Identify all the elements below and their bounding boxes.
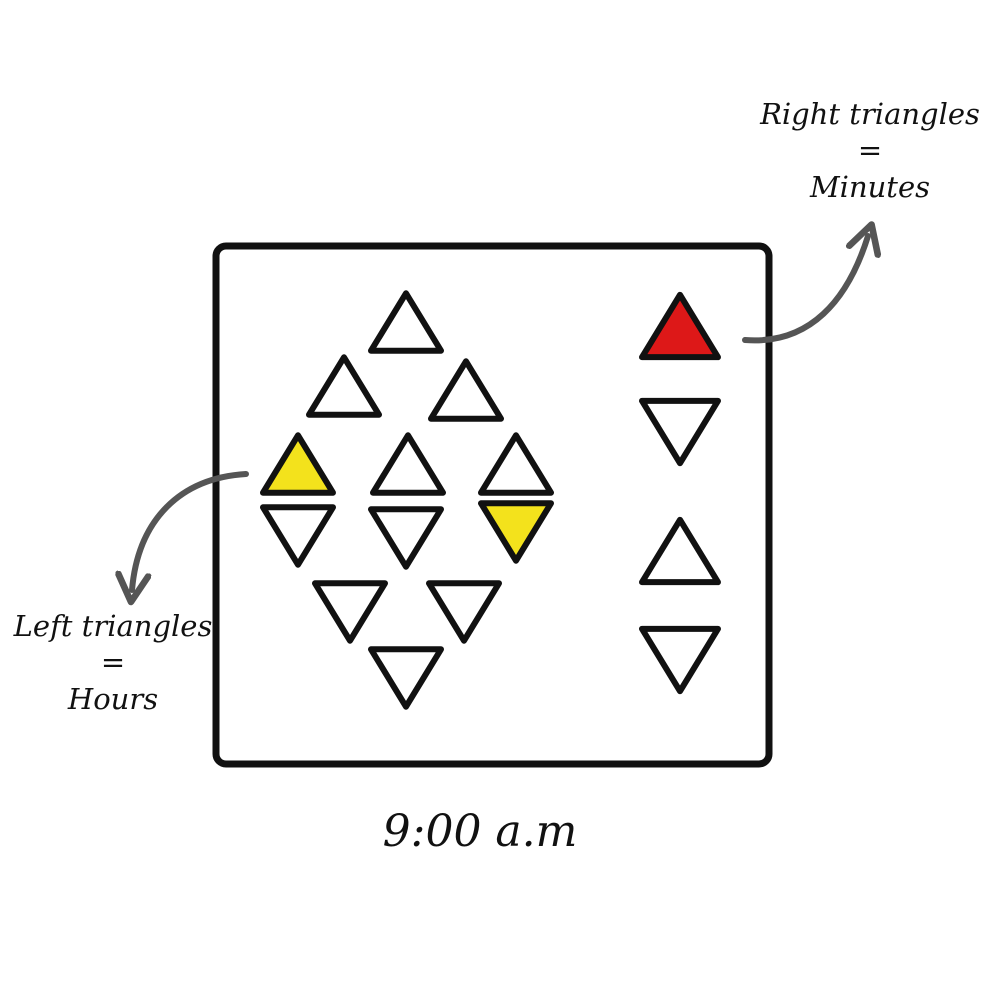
minutes-annotation-line2: = bbox=[857, 133, 883, 168]
time-label: 9:00 a.m bbox=[382, 806, 578, 857]
hours-annotation: Left triangles = Hours bbox=[8, 608, 218, 717]
hour-triangle-up-4-active bbox=[260, 432, 336, 496]
hour-triangle-up-2 bbox=[306, 354, 382, 418]
hour-triangle-down-11 bbox=[426, 580, 502, 644]
hour-triangle-up-5 bbox=[370, 432, 446, 496]
minute-triangle-down-2 bbox=[639, 397, 721, 467]
hours-annotation-line1: Left triangles bbox=[13, 609, 213, 643]
minutes-annotation-line3: Minutes bbox=[809, 169, 931, 204]
hour-triangle-up-6 bbox=[478, 432, 554, 496]
minutes-annotation-line1: Right triangles bbox=[760, 97, 980, 131]
hour-triangle-down-8 bbox=[368, 506, 444, 570]
hour-triangle-down-7 bbox=[260, 504, 336, 568]
hours-arrow bbox=[132, 471, 249, 590]
minute-triangles-group bbox=[639, 291, 721, 695]
minute-triangle-up-3 bbox=[639, 516, 721, 586]
minute-triangle-down-4 bbox=[639, 625, 721, 695]
hour-triangle-up-3 bbox=[428, 358, 504, 422]
hours-annotation-line3: Hours bbox=[67, 681, 159, 716]
hour-triangle-down-9-active bbox=[478, 500, 554, 564]
minutes-arrow bbox=[742, 236, 868, 344]
hour-triangle-down-10 bbox=[312, 580, 388, 644]
minute-triangle-up-1-active bbox=[639, 291, 721, 361]
minutes-annotation: Right triangles = Minutes bbox=[760, 96, 980, 205]
hour-triangle-down-12 bbox=[368, 646, 444, 710]
hour-triangles-group bbox=[260, 290, 554, 710]
hours-annotation-line2: = bbox=[100, 645, 126, 680]
hour-triangle-up-1 bbox=[368, 290, 444, 354]
